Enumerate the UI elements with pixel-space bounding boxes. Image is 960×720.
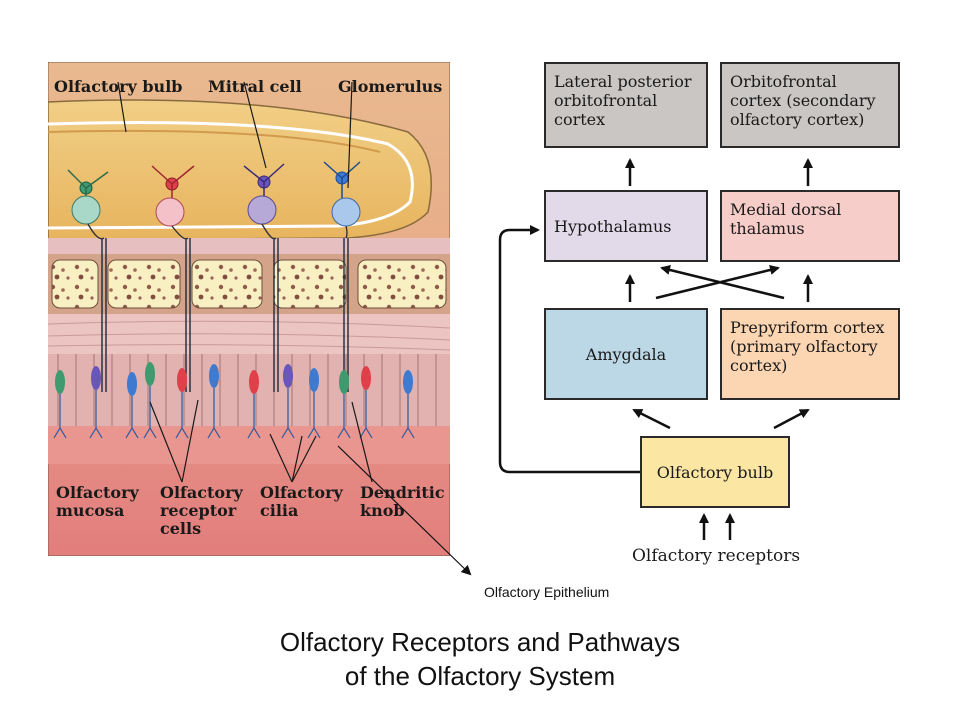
box-lateral-posterior-text: Lateral posterior orbitofrontal cortex	[554, 72, 692, 129]
label-olfactory-mucosa: Olfactory mucosa	[56, 483, 139, 520]
box-amygdala: Amygdala	[544, 308, 708, 400]
olfactory-epithelium-illustration: Olfactory bulb Mitral cell Glomerulus Ol…	[47, 61, 451, 557]
box-olfactory-bulb-text: Olfactory bulb	[656, 462, 774, 482]
box-hypothalamus-text: Hypothalamus	[554, 216, 672, 236]
box-amygdala-text: Amygdala	[585, 344, 667, 364]
label-dendritic-knob: Dendritic knob	[360, 483, 445, 520]
box-prepyriform-cortex: Prepyriform cortex (primary olfactory co…	[720, 308, 900, 400]
illustration-drawing	[47, 61, 451, 557]
title-line-2: of the Olfactory System	[344, 661, 616, 691]
box-prepyriform-text: Prepyriform cortex (primary olfactory co…	[730, 318, 885, 375]
box-olfactory-bulb: Olfactory bulb	[640, 436, 790, 508]
label-olfactory-receptors: Olfactory receptors	[632, 546, 801, 566]
receptor-cells	[55, 362, 413, 396]
box-medial-dorsal-text: Medial dorsal thalamus	[730, 200, 842, 238]
box-orbitofrontal-cortex: Orbitofrontal cortex (secondary olfactor…	[720, 62, 900, 148]
label-olfactory-receptor-cells: Olfactory receptor cells	[160, 483, 243, 538]
arrow-prepyriform-to-hypothalamus	[660, 265, 785, 300]
title-line-1: Olfactory Receptors and Pathways	[279, 627, 681, 657]
box-medial-dorsal-thalamus: Medial dorsal thalamus	[720, 190, 900, 262]
box-orbitofrontal-text: Orbitofrontal cortex (secondary olfactor…	[730, 72, 876, 129]
label-olfactory-cilia: Olfactory cilia	[260, 483, 343, 520]
cribriform-bone-blocks	[51, 259, 447, 309]
arrow-bulb-to-amygdala	[632, 408, 671, 430]
label-olfactory-bulb: Olfactory bulb	[54, 77, 183, 96]
glomeruli	[71, 195, 361, 227]
label-mitral-cell: Mitral cell	[208, 77, 302, 96]
box-hypothalamus: Hypothalamus	[544, 190, 708, 262]
box-lateral-posterior-orbitofrontal-cortex: Lateral posterior orbitofrontal cortex	[544, 62, 708, 148]
arrow-amygdala-to-thalamus	[655, 265, 780, 300]
arrow-bulb-to-prepyriform	[773, 408, 810, 430]
label-olfactory-epithelium: Olfactory Epithelium	[484, 584, 610, 600]
label-glomerulus: Glomerulus	[338, 77, 443, 96]
